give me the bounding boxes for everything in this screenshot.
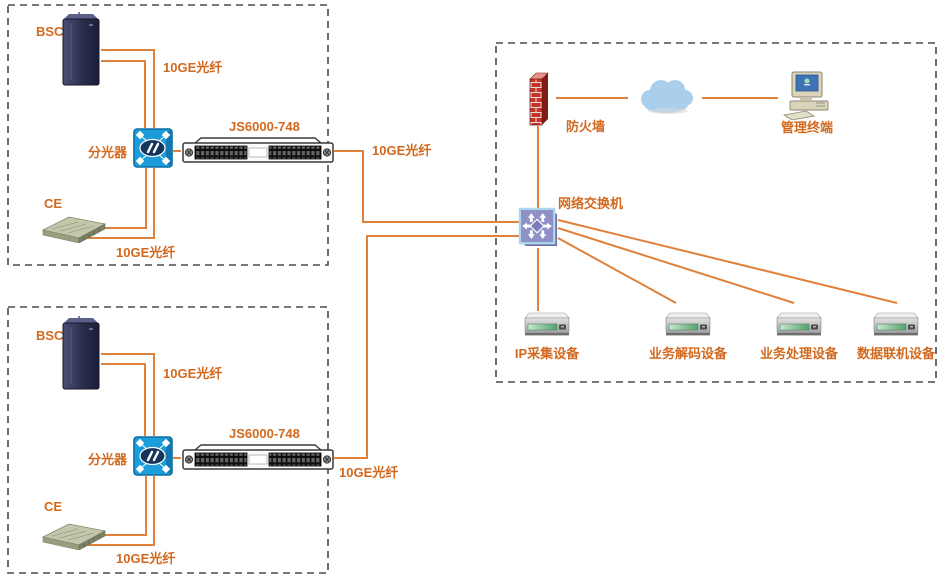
wire-rack1-switch bbox=[334, 150, 521, 223]
network-switch-icon[interactable] bbox=[518, 207, 558, 252]
wire-rack2-switch bbox=[334, 235, 521, 459]
ce-switch-icon[interactable] bbox=[40, 520, 108, 555]
wire-switch-device2 bbox=[557, 237, 677, 304]
ce-label-1: CE bbox=[44, 196, 63, 211]
device-label: 业务解码设备 bbox=[648, 346, 727, 361]
desktop-computer-icon[interactable] bbox=[782, 70, 832, 125]
rack-label-2: JS6000-748 bbox=[229, 426, 300, 441]
fiber-label-2a: 10GE光纤 bbox=[163, 366, 223, 381]
device-processor[interactable]: 业务处理设备 bbox=[751, 312, 847, 362]
wire-bsc1-splitter-a bbox=[101, 49, 155, 128]
rack-label-1: JS6000-748 bbox=[229, 119, 300, 134]
patch-panel-icon[interactable] bbox=[181, 444, 335, 476]
wire-bsc1-splitter-b bbox=[101, 60, 146, 128]
cloud-icon[interactable] bbox=[635, 74, 697, 121]
bsc-label-2: BSC bbox=[36, 328, 64, 343]
firewall-label: 防火墙 bbox=[566, 119, 606, 134]
server-tower-icon[interactable] bbox=[60, 12, 102, 93]
splitter-label-2: 分光器 bbox=[88, 452, 128, 467]
wire-switch-device4 bbox=[557, 219, 898, 304]
bsc-label-1: BSC bbox=[36, 24, 64, 39]
fiber-label-2b: 10GE光纤 bbox=[116, 551, 176, 566]
wire-ce1-splitter-b bbox=[80, 168, 155, 239]
optical-splitter-icon[interactable] bbox=[133, 436, 173, 481]
device-label: 业务处理设备 bbox=[759, 346, 838, 361]
wire-switch-device3 bbox=[557, 227, 795, 304]
wire-bsc2-splitter-b bbox=[101, 363, 146, 436]
wire-ce2-splitter-a bbox=[105, 476, 147, 536]
wire-ce2-splitter-b bbox=[80, 476, 155, 546]
rack-appliance-icon bbox=[776, 312, 822, 336]
terminal-label: 管理终端 bbox=[781, 120, 834, 135]
firewall-brick-icon[interactable] bbox=[528, 72, 550, 131]
device-label: 数据联机设备 bbox=[856, 346, 935, 361]
ce-label-2: CE bbox=[44, 499, 63, 514]
fiber-label-1b: 10GE光纤 bbox=[116, 245, 176, 260]
fiber-label-2c: 10GE光纤 bbox=[339, 465, 399, 480]
fiber-label-1a: 10GE光纤 bbox=[163, 60, 223, 75]
device-decoder[interactable]: 业务解码设备 bbox=[640, 312, 736, 362]
fiber-label-1c: 10GE光纤 bbox=[372, 143, 432, 158]
rack-appliance-icon bbox=[524, 312, 570, 336]
site-boundary-1 bbox=[7, 4, 329, 266]
fiber-links bbox=[80, 49, 898, 546]
splitter-label-1: 分光器 bbox=[88, 145, 128, 160]
optical-splitter-icon[interactable] bbox=[133, 128, 173, 173]
rack-appliance-icon bbox=[873, 312, 919, 336]
device-label: IP采集设备 bbox=[514, 346, 580, 361]
rack-appliance-icon bbox=[665, 312, 711, 336]
wire-bsc2-splitter-a bbox=[101, 353, 155, 436]
server-tower-icon[interactable] bbox=[60, 316, 102, 397]
core-site-boundary bbox=[495, 42, 937, 383]
patch-panel-icon[interactable] bbox=[181, 137, 335, 169]
site-boundary-2 bbox=[7, 306, 329, 574]
ce-switch-icon[interactable] bbox=[40, 213, 108, 248]
device-data-link[interactable]: 数据联机设备 bbox=[848, 312, 944, 362]
switch-label: 网络交换机 bbox=[558, 196, 624, 211]
wire-ce1-splitter-a bbox=[105, 168, 147, 229]
device-ip-capture[interactable]: IP采集设备 bbox=[499, 312, 595, 362]
